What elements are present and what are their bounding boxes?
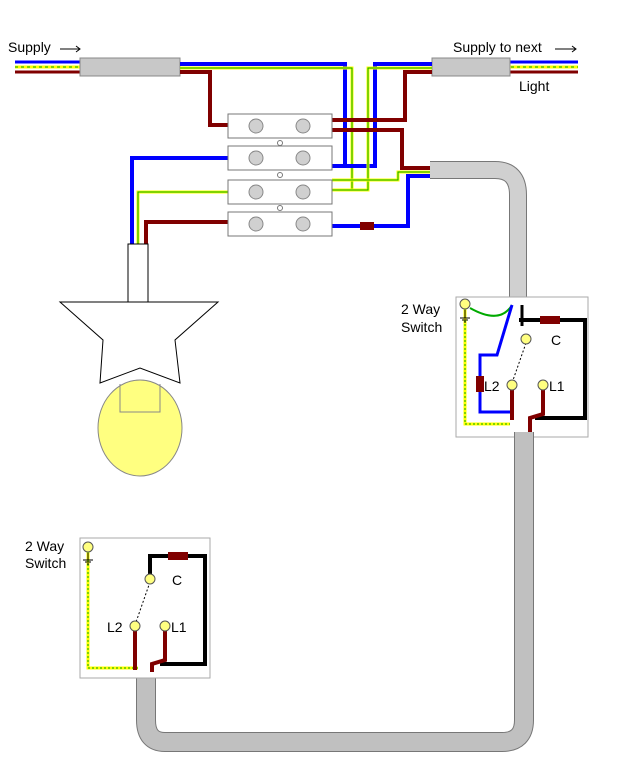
terminal-row — [227, 113, 333, 139]
switch-label-line1: 2 Way — [25, 538, 64, 554]
supply-arrow-icon — [60, 45, 81, 53]
terminal-row — [227, 211, 333, 237]
switch-label-line2: Switch — [25, 555, 66, 571]
label-c: C — [172, 572, 182, 588]
light-fitting — [58, 243, 220, 477]
label-l1: L1 — [549, 378, 565, 394]
label-l1: L1 — [171, 619, 187, 635]
terminal-c — [144, 573, 156, 585]
light-label: Light — [519, 78, 549, 94]
terminal-c — [520, 333, 532, 345]
supply-cable — [15, 57, 181, 77]
supply-next-cable — [431, 57, 578, 77]
earth-terminal — [82, 541, 94, 553]
terminal-l2 — [129, 620, 141, 632]
earth-icon — [460, 310, 470, 323]
label-c: C — [551, 332, 561, 348]
switch-cable-1 — [430, 161, 527, 300]
terminal-row — [227, 145, 333, 171]
supply-next-label: Supply to next — [453, 39, 542, 55]
earth-icon — [83, 553, 93, 565]
junction-box — [227, 113, 333, 238]
supply-label: Supply — [8, 39, 51, 55]
two-way-switch-2: 2 Way Switch C L2 L1 — [25, 537, 211, 679]
supply-next-arrow-icon — [555, 45, 577, 53]
terminal-l1 — [159, 620, 171, 632]
terminal-l1 — [537, 379, 549, 391]
two-way-switch-1: 2 Way Switch C L2 L1 — [401, 296, 589, 438]
earth-terminal — [459, 298, 471, 310]
terminal-row — [227, 179, 333, 205]
label-l2: L2 — [484, 378, 500, 394]
switch-label-line2: Switch — [401, 319, 442, 335]
switch-label-line1: 2 Way — [401, 301, 440, 317]
terminal-l2 — [506, 379, 518, 391]
label-l2: L2 — [107, 619, 123, 635]
bulb-icon — [97, 379, 183, 477]
